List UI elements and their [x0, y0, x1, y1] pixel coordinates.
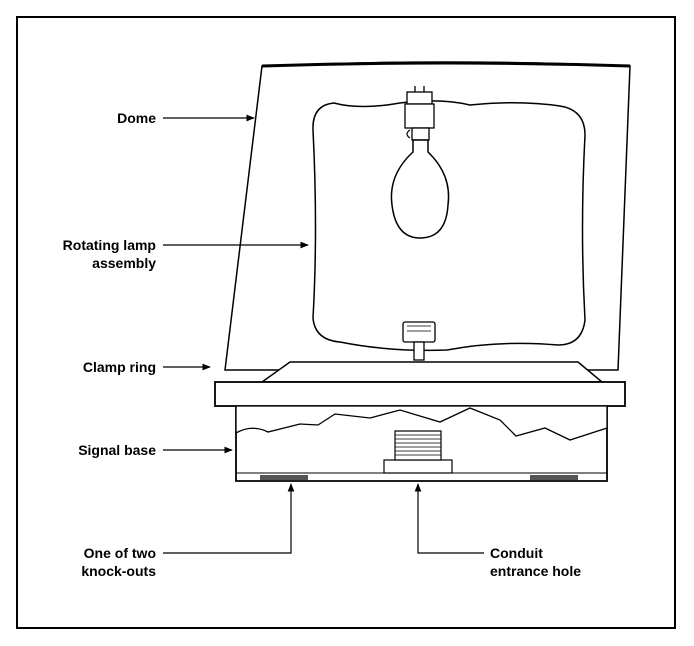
knockouts-label-line1: One of two: [84, 545, 156, 561]
knockouts-leader: [163, 483, 295, 554]
dome-label: Dome: [117, 110, 156, 126]
lamp-base-plate: [259, 361, 605, 383]
clamp-ring-label: Clamp ring: [83, 359, 156, 375]
rotating-lamp-assembly: [312, 86, 586, 361]
conduit-leader: [414, 483, 484, 554]
knockout-left: [260, 475, 308, 480]
knockouts-label-line2: knock-outs: [81, 563, 156, 579]
rotating-lamp-label-line1: Rotating lamp: [63, 237, 156, 253]
diagram-frame: [16, 16, 676, 629]
clamp-ring-shape: [214, 381, 626, 407]
rotating-lamp-label-line2: assembly: [92, 255, 156, 271]
signal-base-label: Signal base: [78, 442, 156, 458]
signal-base-shape: [235, 405, 608, 482]
knockout-right: [530, 475, 578, 480]
conduit-label-line2: entrance hole: [490, 563, 581, 579]
conduit-label-line1: Conduit: [490, 545, 543, 561]
